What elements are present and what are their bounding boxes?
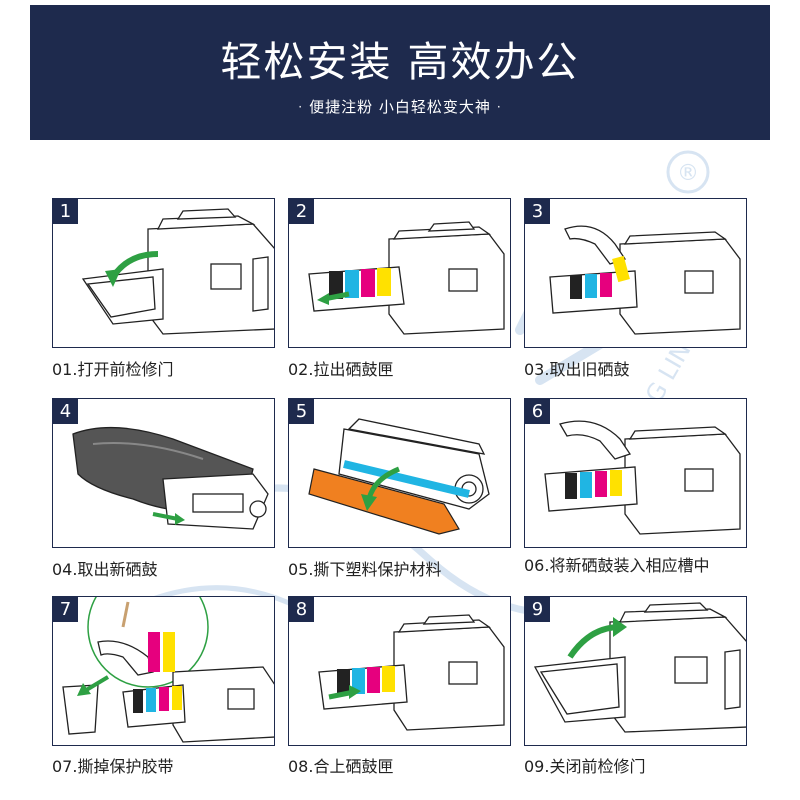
drum-with-protector-icon	[308, 418, 490, 535]
step-panel-9: 9	[524, 596, 747, 746]
header-banner: 轻松安装 高效办公 · 便捷注粉 小白轻松变大神 ·	[30, 5, 770, 140]
step-caption-9: 09.关闭前检修门	[524, 757, 646, 776]
step-panel-2: 2	[288, 198, 511, 348]
step-caption-8: 08.合上硒鼓匣	[288, 757, 394, 776]
step-panel-1: 1	[52, 198, 275, 348]
step-caption-1: 01.打开前检修门	[52, 360, 174, 379]
step-caption-2: 02.拉出硒鼓匣	[288, 360, 394, 379]
printer-front-door-open-icon	[81, 208, 274, 335]
step-number-2: 2	[289, 199, 314, 224]
step-caption-5: 05.撕下塑料保护材料	[288, 560, 442, 579]
registered-mark: ®	[677, 161, 699, 186]
drum-from-bag-icon	[72, 426, 269, 530]
step-number-4: 4	[53, 399, 78, 424]
step-caption-4: 04.取出新硒鼓	[52, 560, 158, 579]
step-number-1: 1	[53, 199, 78, 224]
step-number-9: 9	[525, 597, 550, 622]
step-caption-7: 07.撕掉保护胶带	[52, 757, 174, 776]
step-panel-8: 8	[288, 596, 511, 746]
page-title: 轻松安装 高效办公	[220, 38, 580, 86]
printer-close-door-icon	[533, 602, 746, 733]
step-panel-4: 4	[52, 398, 275, 548]
registered-mark-circle	[666, 150, 710, 194]
subtitle-bullet-left: ·	[298, 100, 304, 114]
hand-remove-drum-icon	[549, 225, 741, 335]
subtitle-text: 便捷注粉 小白轻松变大神	[309, 98, 491, 116]
step-number-7: 7	[53, 597, 78, 622]
step-panel-3: 3	[524, 198, 747, 348]
step-caption-3: 03.取出旧硒鼓	[524, 360, 630, 379]
page-subtitle: · 便捷注粉 小白轻松变大神 ·	[30, 97, 770, 117]
step-number-8: 8	[289, 597, 314, 622]
printer-drawer-in-icon	[318, 614, 505, 731]
step-number-5: 5	[289, 399, 314, 424]
step-number-6: 6	[525, 399, 550, 424]
step-panel-6: 6	[524, 398, 747, 548]
step-panel-5: 5	[288, 398, 511, 548]
hand-insert-drum-icon	[544, 420, 741, 535]
step-panel-7: 7	[52, 596, 275, 746]
remove-tape-bin-icon	[62, 597, 274, 743]
step-caption-6: 06.将新硒鼓装入相应槽中	[524, 556, 710, 575]
printer-drawer-out-icon	[308, 221, 505, 335]
subtitle-bullet-right: ·	[496, 100, 502, 114]
step-number-3: 3	[525, 199, 550, 224]
